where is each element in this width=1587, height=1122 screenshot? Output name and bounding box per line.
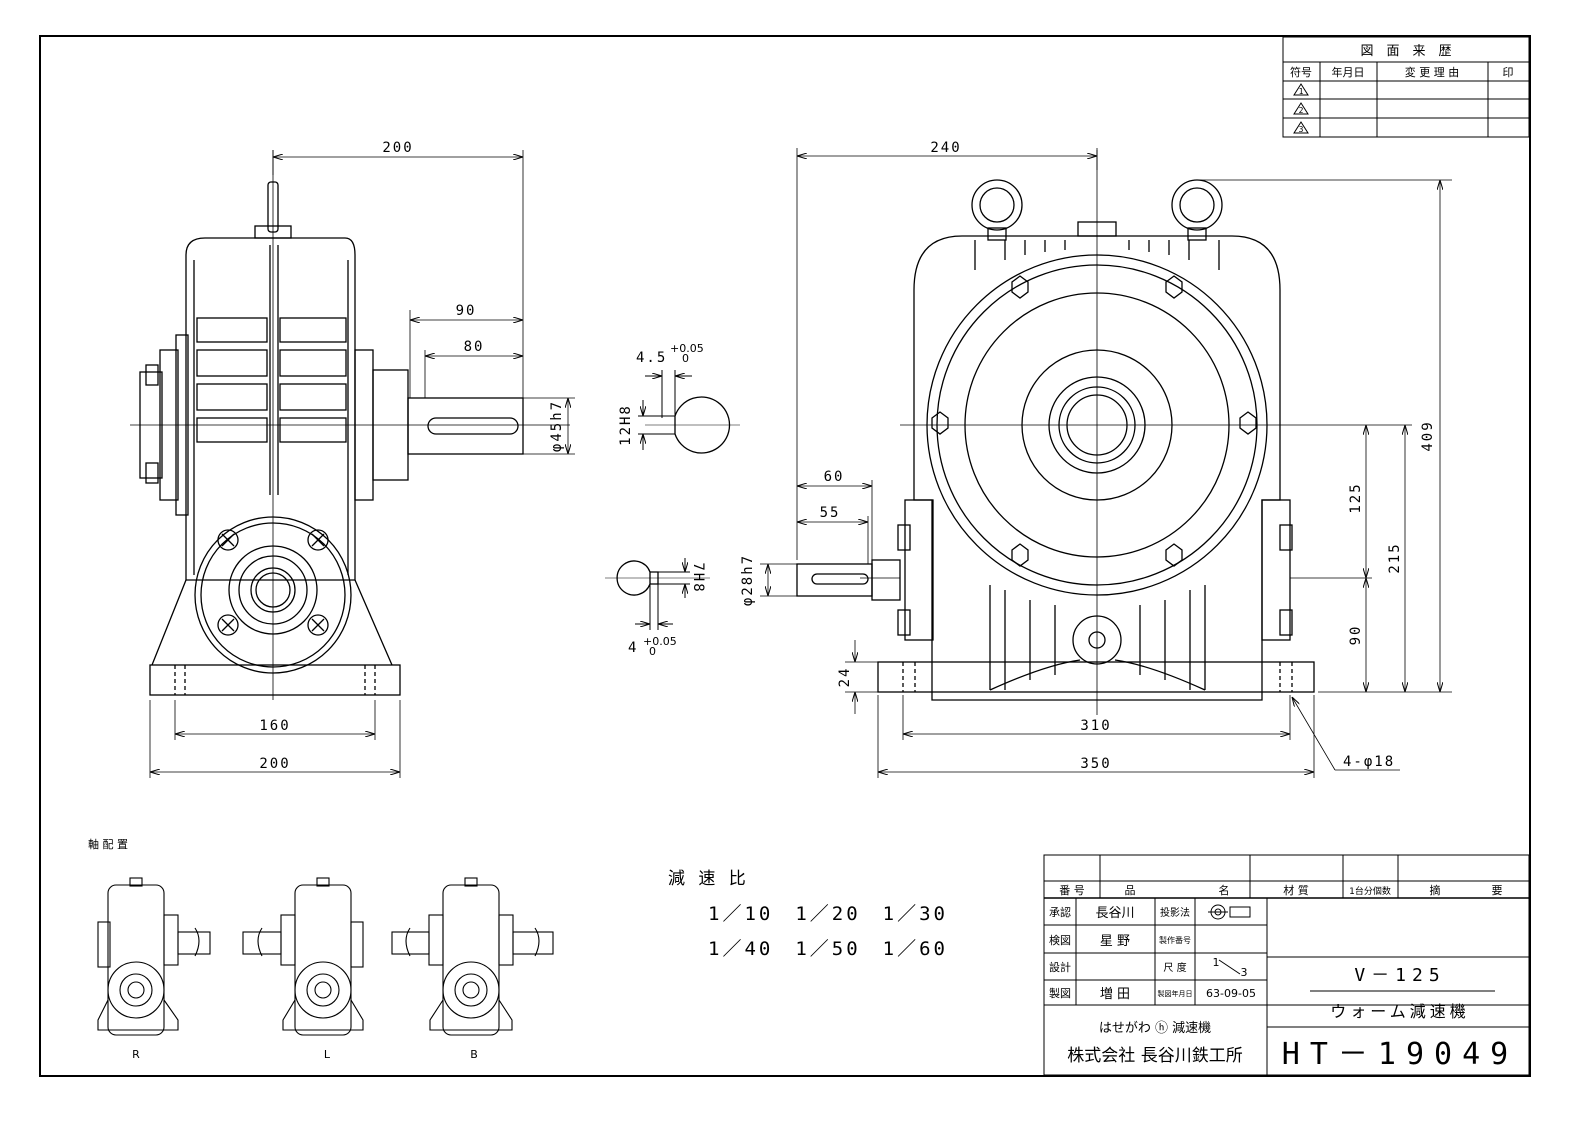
arrangement-title: 軸 配 置 — [88, 837, 128, 851]
dim-side-top-width: 200 — [382, 140, 413, 156]
dim-side-shaft-dia: φ45h7 — [549, 400, 565, 452]
tb-designed-label: 設計 — [1049, 960, 1071, 974]
keyway-details — [605, 370, 740, 630]
dim-front-base-24: 24 — [837, 667, 853, 688]
sheet-border — [39, 35, 1531, 1077]
tb-col-qty: 1台分個数 — [1349, 885, 1391, 897]
tb-work-no-label: 製作番号 — [1159, 935, 1191, 945]
keyway-bottom-height: 7H8 — [690, 562, 706, 593]
tb-col-material: 材 質 — [1283, 883, 1309, 897]
revision-header-mark: 符号 — [1290, 66, 1312, 79]
dim-front-width-240: 240 — [930, 140, 961, 156]
tb-col-remarks2: 要 — [1492, 884, 1503, 897]
tb-product: ウォーム減速機 — [1330, 1002, 1470, 1021]
title-block — [1043, 854, 1530, 1076]
revision-header-date: 年月日 — [1332, 65, 1365, 79]
dim-front-shaft-dia: φ28h7 — [740, 554, 756, 606]
revision-table-title: 図 面 来 歴 — [1360, 44, 1451, 59]
revision-mark-2: 2 — [1299, 106, 1304, 115]
keyway-top-tol-upper: +0.05 — [670, 342, 704, 355]
tb-date-value: 63-09-05 — [1206, 987, 1256, 1000]
ratios-row-1: 1／10 1／20 1／30 — [708, 903, 948, 925]
tb-checked-name: 星 野 — [1100, 934, 1130, 949]
tb-drawing-no: HT－19049 — [1282, 1037, 1518, 1072]
tb-col-no: 番 号 — [1059, 884, 1085, 897]
side-view-dimensions — [149, 150, 575, 778]
tb-model: V－125 — [1354, 965, 1445, 986]
dim-front-shaft-60: 60 — [824, 469, 845, 485]
revision-table — [1282, 36, 1530, 138]
tb-projection-label: 投影法 — [1160, 906, 1190, 919]
arrangement-label-r: R — [132, 1048, 140, 1061]
keyway-top-width: 4.5 — [636, 350, 667, 366]
dim-front-90: 90 — [1348, 625, 1364, 646]
tb-scale-label: 尺 度 — [1163, 961, 1186, 974]
keyway-top-tol-lower: 0 — [682, 352, 689, 365]
ratios-row-2: 1／40 1／50 1／60 — [708, 938, 948, 960]
tb-col-name: 品 — [1125, 884, 1136, 897]
tb-scale-num: 1 — [1213, 956, 1220, 969]
dim-front-base-310: 310 — [1080, 718, 1111, 734]
tb-drawn-label: 製図 — [1049, 986, 1071, 1000]
tb-scale-den: 3 — [1241, 966, 1248, 979]
tb-approved-name: 長谷川 — [1095, 906, 1134, 921]
revision-mark-1: 1 — [1299, 87, 1304, 96]
tb-col-remarks: 摘 — [1430, 883, 1441, 897]
front-view-dimensions — [760, 148, 1452, 778]
keyway-top-height: 12H8 — [618, 404, 634, 446]
keyway-bottom-tol-upper: +0.05 — [643, 635, 677, 648]
dim-side-shaft-80: 80 — [464, 339, 485, 355]
dim-front-base-350: 350 — [1080, 756, 1111, 772]
revision-header-reason: 変 更 理 由 — [1405, 65, 1460, 79]
revision-header-seal: 印 — [1503, 66, 1514, 79]
tb-company: 株式会社 長谷川鉄工所 — [1067, 1046, 1242, 1066]
keyway-bottom-tol-lower: 0 — [649, 645, 656, 658]
tb-drawn-name: 増 田 — [1100, 987, 1130, 1002]
dim-side-base-200: 200 — [259, 756, 290, 772]
revision-mark-3: 3 — [1299, 125, 1304, 134]
tb-date-label: 製図年月日 — [1158, 989, 1193, 998]
tb-brand: はせがわ ⓗ 減速機 — [1099, 1020, 1211, 1036]
dim-front-holes: 4-φ18 — [1343, 754, 1395, 770]
dim-front-shaft-55: 55 — [820, 505, 841, 521]
arrangement-label-b: B — [470, 1048, 478, 1061]
dim-side-shaft-90: 90 — [456, 303, 477, 319]
side-view — [130, 150, 570, 700]
ratios-title: 減 速 比 — [668, 869, 750, 889]
tb-col-name2: 名 — [1219, 883, 1230, 897]
dim-side-base-160: 160 — [259, 718, 290, 734]
tb-checked-label: 検図 — [1049, 933, 1071, 947]
arrangement-sketches — [97, 877, 554, 1036]
dim-front-215: 215 — [1387, 542, 1403, 573]
dim-front-height-409: 409 — [1420, 420, 1436, 451]
front-view — [796, 150, 1315, 715]
keyway-bottom-width: 4 — [628, 640, 638, 656]
tb-approved-label: 承認 — [1049, 905, 1071, 919]
arrangement-label-l: L — [324, 1048, 331, 1061]
dim-front-125: 125 — [1348, 482, 1364, 513]
